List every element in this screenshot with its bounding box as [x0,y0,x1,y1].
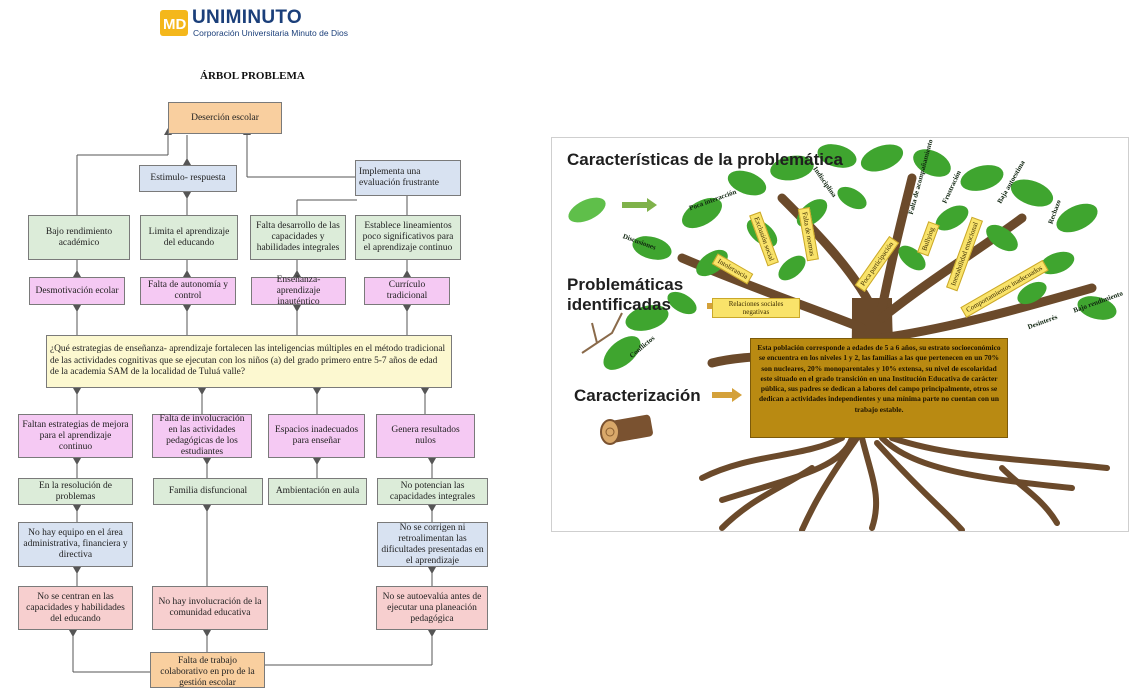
tree-title: ÁRBOL PROBLEMA [200,70,305,82]
cause-l4-1: No hay involucración de la comunidad edu… [152,586,268,630]
central-question: ¿Qué estrategias de enseñanza- aprendiza… [46,335,452,388]
cause-l3-0: No hay equipo en el área administrativa,… [18,522,133,567]
cause-l3-1: No se corrigen ni retroalimentan las dif… [377,522,488,567]
twig-icon [581,312,623,354]
log-icon [600,414,653,445]
problem-tree-panel: MD UNIMINUTO Corporación Universitaria M… [0,0,510,688]
cause-l1-1: Falta de involucración en las actividade… [152,414,252,458]
cause-l1-0: Faltan estrategias de mejora para el apr… [18,414,133,458]
effect-l4-0: Desmotivación ecolar [29,277,125,305]
root-cause: Falta de trabajo colaborativo en pro de … [150,652,265,688]
effect-l4-1: Falta de autonomía y control [140,277,236,305]
effect-l3-2: Falta desarrollo de las capacidades y ha… [250,215,346,260]
cause-l2-2: Ambientación en aula [268,478,367,505]
heading-characteristics: Características de la problemática [567,150,843,169]
effect-l2-1: Implementa una evaluación frustrante [355,160,461,196]
logo-subtitle: Corporación Universitaria Minuto de Dios [193,28,348,38]
tree-illustration: Características de la problemática Probl… [551,137,1129,532]
cause-l4-0: No se centran en las capacidades y habil… [18,586,133,630]
cause-l2-1: Familia disfuncional [153,478,263,505]
cause-l2-0: En la resolución de problemas [18,478,133,505]
tree-drawing [568,144,1117,531]
cause-l4-2: No se autoevalúa antes de ejecutar una p… [376,586,488,630]
cause-l1-2: Espacios inadecuados para enseñar [268,414,365,458]
uniminuto-logo: MD UNIMINUTO Corporación Universitaria M… [160,7,348,43]
effect-l3-3: Establece lineamientos poco significativ… [355,215,461,260]
logo-name: UNIMINUTO [192,7,303,28]
cause-l2-3: No potencian las capacidades integrales [377,478,488,505]
effect-l3-1: Limita el aprendizaje del educando [140,215,238,260]
effect-top: Deserción escolar [168,102,282,134]
svg-text:MD: MD [163,16,186,33]
effect-l4-3: Currículo tradicional [364,277,450,305]
roots-icon [699,435,1110,531]
effect-l2-0: Estimulo- respuesta [139,165,237,192]
small-leaf-icon [568,197,606,223]
characterization-description: Esta población corresponde a edades de 5… [750,338,1008,438]
heading-problems: Problemáticas identificadas [567,275,684,314]
effect-l3-0: Bajo rendimiento académico [28,215,130,260]
uniminuto-logo-mark: MD [160,10,188,36]
tag-relaciones-sociales: Relaciones sociales negativas [712,298,800,318]
heading-characterization: Caracterización [574,386,701,405]
cause-l1-3: Genera resultados nulos [376,414,475,458]
effect-l4-2: Enseñanza-aprendizaje inauténtico [251,275,346,307]
